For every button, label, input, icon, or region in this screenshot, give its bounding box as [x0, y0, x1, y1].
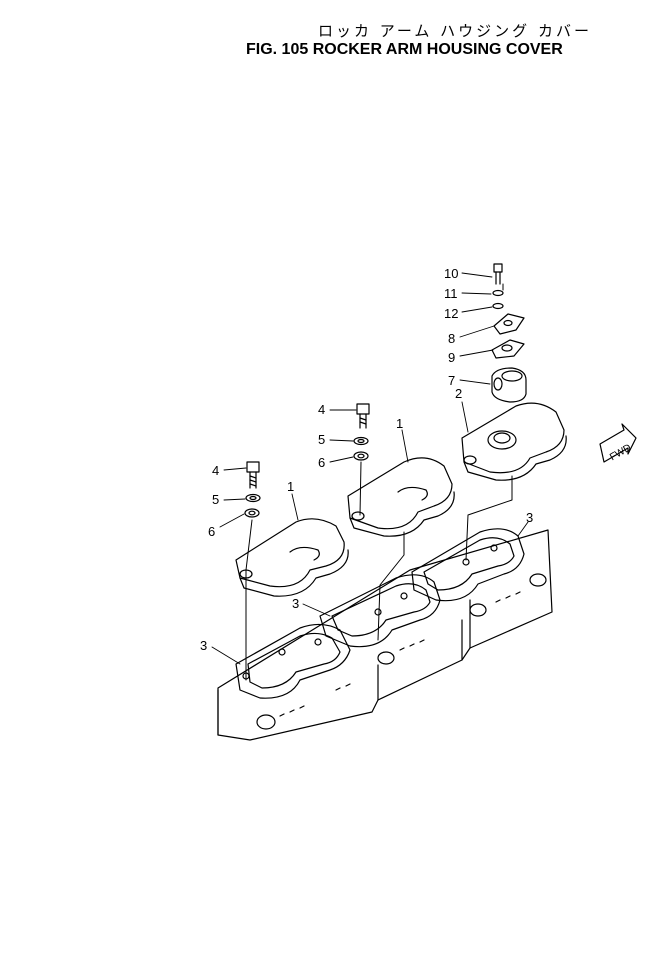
bolt-10: [493, 263, 503, 285]
cylinder-head-block: [217, 529, 553, 741]
rocker-cover-middle: [347, 457, 455, 537]
washer-11: [492, 289, 504, 297]
rocker-cover-with-breather: [461, 402, 567, 481]
fwd-label: FWD: [608, 442, 633, 463]
figure-title-japanese: ロッカ アーム ハウジング カバー: [318, 22, 592, 40]
breather-cover-plate: [493, 313, 525, 335]
callout-1-left: 1: [287, 479, 294, 494]
leader-lines: [211, 272, 529, 665]
callout-8: 8: [448, 331, 455, 346]
rocker-cover-left: [235, 518, 349, 597]
figure-title: FIG. 105 ROCKER ARM HOUSING COVER: [246, 41, 563, 58]
callout-4-middle: 4: [318, 402, 325, 417]
callout-6-left: 6: [208, 524, 215, 539]
callout-5-middle: 5: [318, 432, 325, 447]
assembly-lines: [377, 283, 513, 641]
gasket-left: [235, 623, 351, 699]
gasket-right: [411, 528, 525, 602]
washer-12: [492, 302, 504, 310]
callout-3-left: 3: [200, 638, 207, 653]
callout-1-middle: 1: [396, 416, 403, 431]
callout-12: 12: [444, 306, 458, 321]
callout-3-right: 3: [526, 510, 533, 525]
callout-labels: 10 11 12 8 9 7 2 4 5 6 1 4 5 6 1 3 3 3: [200, 266, 533, 653]
bolt-set-left: [244, 461, 261, 681]
breather-gasket: [491, 339, 525, 359]
callout-7: 7: [448, 373, 455, 388]
callout-11: 11: [444, 286, 458, 301]
callout-9: 9: [448, 350, 455, 365]
callout-3-middle: 3: [292, 596, 299, 611]
forward-direction-arrow: [599, 423, 637, 463]
callout-2: 2: [455, 386, 462, 401]
callout-10: 10: [444, 266, 458, 281]
breather-body: [491, 367, 527, 403]
callout-4-left: 4: [212, 463, 219, 478]
bolt-set-middle: [353, 403, 370, 516]
callout-6-middle: 6: [318, 455, 325, 470]
gasket-middle: [319, 574, 441, 648]
callout-5-left: 5: [212, 492, 219, 507]
